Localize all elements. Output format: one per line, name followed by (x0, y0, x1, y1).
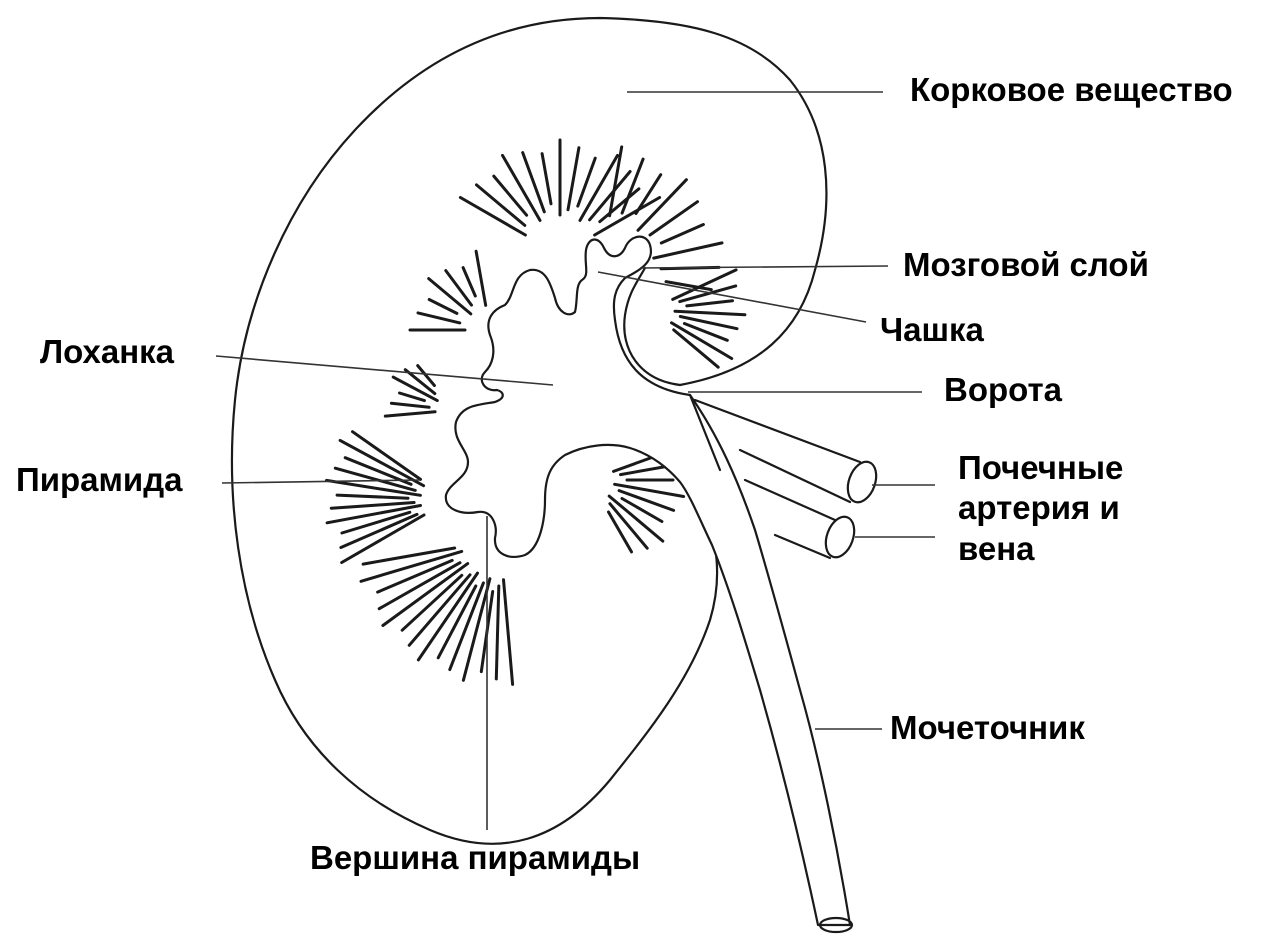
pyramid-ray (542, 154, 551, 204)
pyramid-ray (675, 311, 745, 315)
pyramid-ray (504, 580, 513, 685)
pyramid-ray (429, 300, 457, 314)
pyramid-ray (494, 176, 527, 215)
pyramid-ray (496, 586, 499, 679)
label-pelvis: Лоханка (40, 332, 174, 372)
pyramid-ray (400, 393, 425, 401)
label-hilum: Ворота (944, 370, 1062, 410)
pyramid-ray (687, 301, 733, 306)
pyramid-ray (337, 495, 408, 498)
label-pyramid-apex: Вершина пирамиды (310, 838, 640, 878)
pyramid-ray (680, 317, 737, 329)
label-vessels-line3: вена (958, 529, 1123, 569)
label-ureter: Мочеточник (890, 708, 1085, 748)
label-vessels-line2: артерия и (958, 488, 1123, 528)
pyramid-ray (661, 225, 703, 244)
pyramid-ray (402, 575, 462, 630)
pyramid-ray (523, 153, 545, 212)
pyramid-ray (331, 503, 414, 509)
pyramid-ray (391, 403, 429, 407)
label-calyx: Чашка (880, 310, 984, 350)
label-vessels-line1: Почечные (958, 448, 1123, 488)
pyramid-ray (476, 251, 486, 305)
pyramid-ray (463, 268, 475, 296)
leader-medulla (640, 266, 888, 268)
label-pyramid: Пирамида (16, 460, 183, 500)
pyramid-ray (385, 412, 435, 416)
pyramid-ray (615, 484, 684, 496)
pyramid-ray (568, 148, 579, 210)
renal-pelvis (446, 237, 850, 925)
pyramid-ray (654, 243, 722, 258)
pyramid-ray (418, 313, 460, 323)
pyramid-ray (600, 189, 639, 222)
label-cortex: Корковое вещество (910, 70, 1233, 110)
label-vessels: Почечные артерия и вена (958, 448, 1123, 569)
pyramid-ray (340, 440, 424, 485)
pyramid-ray (353, 432, 421, 480)
label-medulla: Мозговой слой (903, 245, 1149, 285)
pyramid-ray (636, 175, 661, 214)
